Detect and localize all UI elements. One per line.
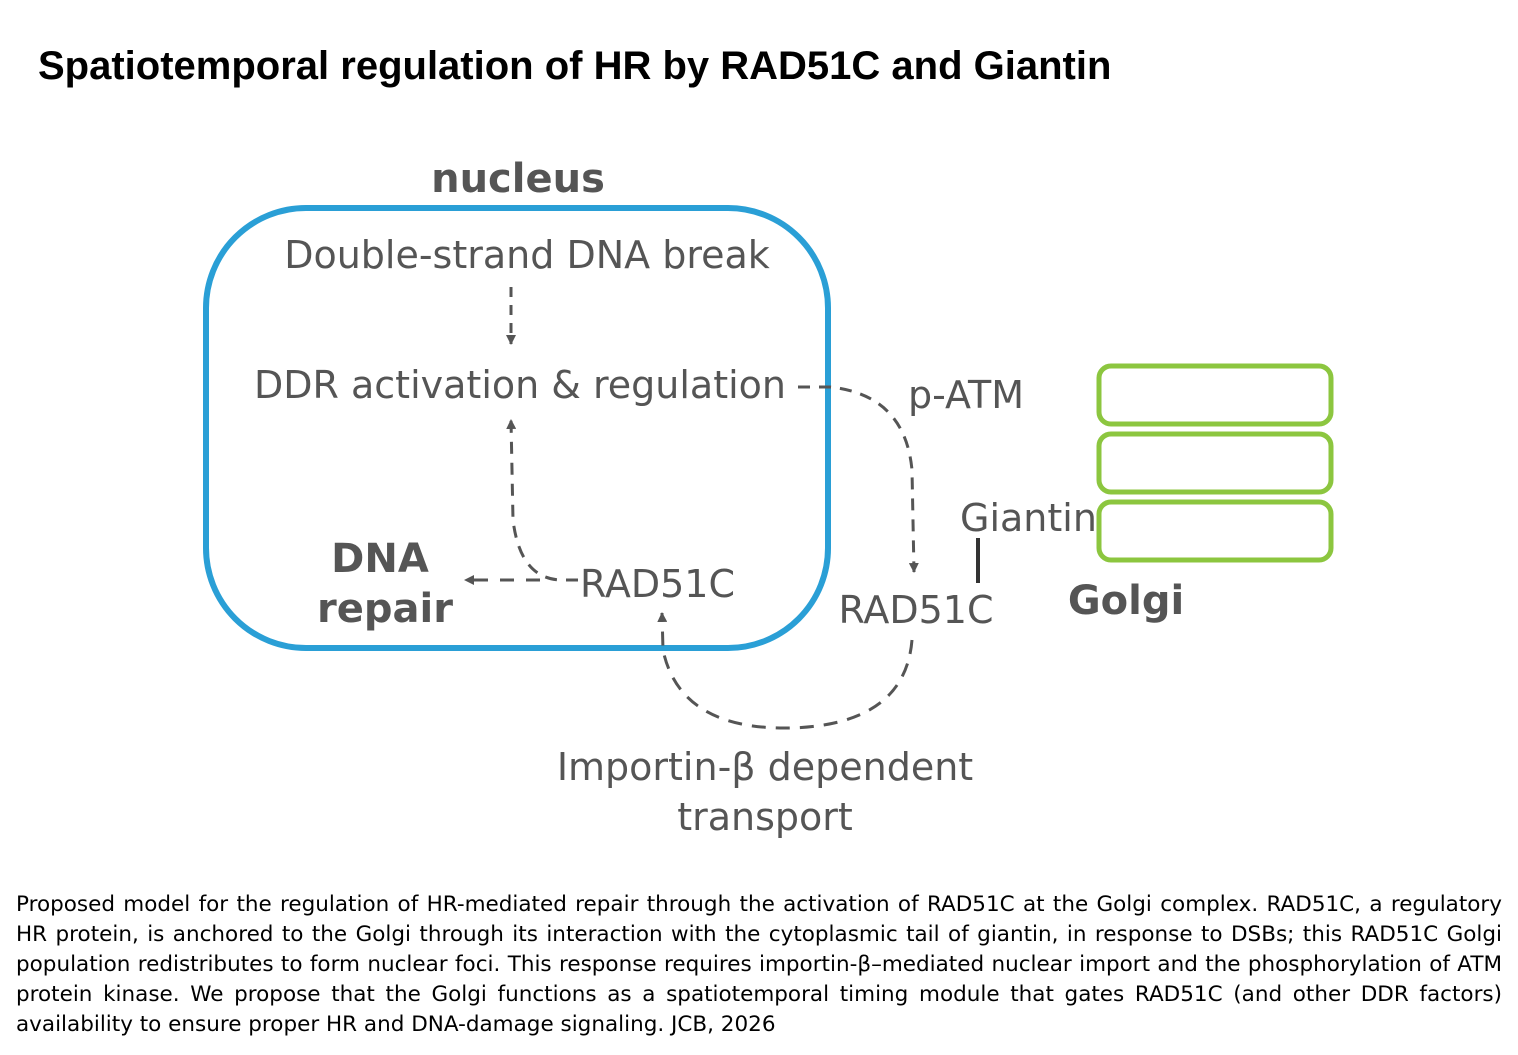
golgi-stack [1096, 363, 1334, 563]
dsb-label: Double-strand DNA break [284, 233, 770, 277]
golgi-cisterna [1096, 431, 1334, 495]
golgi-label: Golgi [1068, 578, 1184, 624]
ddr-label: DDR activation & regulation [254, 363, 786, 407]
transport-label-line1: Importin-β dependent [557, 745, 973, 789]
regulation-diagram: nucleus Double-strand DNA break DDR acti… [203, 156, 1334, 839]
rad51c-to-ddr-arrow [506, 419, 578, 582]
golgi-cisterna [1096, 499, 1334, 563]
dna-repair-label-line2: repair [317, 586, 453, 632]
nucleus-boundary [203, 205, 831, 651]
transport-label-line2: transport [677, 795, 853, 839]
rad51c-golgi-label: RAD51C [838, 588, 993, 632]
dna-repair-label-line1: DNA [331, 536, 429, 582]
rad51c-nuclear-label: RAD51C [580, 562, 735, 606]
importin-transport-arrow [657, 612, 914, 730]
patm-arrow [798, 385, 919, 573]
page-title: Spatiotemporal regulation of HR by RAD51… [38, 44, 1112, 88]
nucleus-label: nucleus [431, 156, 605, 202]
golgi-cisterna [1096, 363, 1334, 427]
figure-caption: Proposed model for the regulation of HR-… [16, 892, 1502, 1037]
patm-label: p-ATM [908, 373, 1024, 417]
giantin-label: Giantin [960, 496, 1097, 540]
